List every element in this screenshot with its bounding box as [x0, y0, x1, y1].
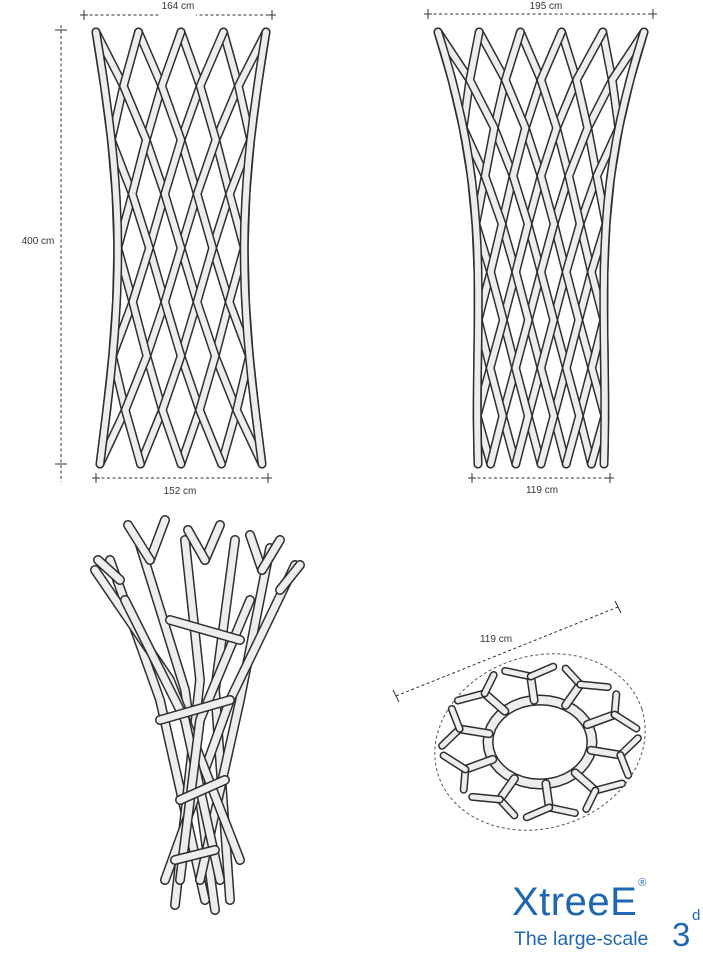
plan-fork-fill [441, 753, 468, 772]
plan-fork-fill [577, 682, 611, 690]
branch-fill [120, 29, 153, 467]
plan-diameter-label: 119 cm [480, 634, 512, 645]
brand-text: XtreeE [512, 880, 638, 924]
plan-diameter-dimension: 119 cm [392, 600, 622, 703]
front-top-dimension: 164 cm [80, 1, 276, 20]
plan-arm-fill [562, 681, 584, 709]
side-bottom-width-label: 119 cm [526, 485, 558, 496]
persp-branch-fill [146, 516, 169, 564]
persp-branch-fill [196, 544, 274, 884]
edge-branch-fill [241, 29, 269, 467]
branch-fill [588, 29, 647, 467]
branch-fill [517, 29, 544, 467]
xtreee-logo: XtreeE® The large-scale 3 d [512, 878, 702, 960]
persp-branch-fill [276, 561, 304, 594]
tagline-number: 3 [672, 916, 691, 953]
persp-branch-fill [176, 776, 229, 804]
plan-arm-fill [456, 725, 492, 737]
branch-fill [550, 29, 580, 467]
plan-arm-fill [588, 747, 624, 759]
persp-branch-fill [124, 521, 154, 564]
plan-fork-fill [482, 672, 497, 696]
branch-fill [538, 29, 565, 467]
side-elevation-view [433, 27, 649, 469]
edge-branch-fill [600, 29, 647, 467]
plan-fork-fill [612, 712, 639, 731]
front-bottom-dimension: 152 cm [92, 473, 272, 497]
persp-branch-fill [121, 596, 224, 884]
branch-fill [575, 29, 616, 467]
side-top-width-label: 195 cm [530, 1, 563, 12]
branch-fill [194, 29, 227, 467]
plan-arm-fill [462, 756, 496, 773]
plan-arm-fill [542, 780, 553, 811]
branch-fill [158, 29, 184, 467]
plan-fork-fill [546, 805, 578, 816]
branch-fill [466, 29, 507, 467]
front-elevation-view [91, 27, 271, 469]
registered-mark: ® [638, 877, 647, 889]
plan-arm-fill [496, 775, 518, 803]
brand-name: XtreeE® [512, 878, 647, 924]
front-top-width-label: 164 cm [162, 1, 195, 12]
persp-branch-fill [171, 846, 219, 864]
persp-branch-fill [156, 696, 234, 724]
edge-branch-fill [93, 29, 121, 467]
plan-fork-fill [449, 706, 463, 732]
persp-branch-fill [201, 521, 224, 564]
plan-fork-fill [583, 788, 598, 812]
plan-fork-fill [524, 805, 552, 820]
persp-branch-fill [258, 536, 284, 574]
plan-arm-fill [481, 690, 508, 715]
plan-view [438, 662, 642, 822]
plan-arm-fill [584, 711, 618, 728]
plan-fork-fill [469, 794, 503, 802]
persp-branch-fill [94, 556, 124, 584]
plan-fork-fill [592, 781, 625, 794]
front-height-dimension: 400 cm [18, 25, 67, 482]
branch-fill [476, 29, 519, 467]
plan-fork-fill [439, 726, 463, 749]
plan-arm-fill [572, 769, 599, 794]
plan-fork-fill [455, 690, 488, 703]
branch-fill [435, 29, 494, 467]
perspective-view [90, 515, 305, 915]
tagline: The large-scale [514, 928, 649, 950]
tagline-superscript: d [692, 907, 701, 924]
branch-fill [502, 29, 532, 467]
plan-arm-fill [527, 673, 538, 704]
plan-fork-fill [528, 664, 556, 679]
plan-fork-fill [617, 752, 631, 778]
persp-branch-fill [184, 526, 209, 564]
plan-fork-fill [502, 668, 534, 679]
plan-outline-ring [434, 653, 646, 831]
front-height-label: 400 cm [22, 236, 55, 247]
side-bottom-dimension: 119 cm [468, 473, 614, 496]
branch-fill [563, 29, 606, 467]
persp-branch-fill [166, 616, 244, 644]
side-top-dimension: 195 cm [424, 0, 657, 19]
front-bottom-width-label: 152 cm [164, 486, 197, 497]
edge-branch-fill [435, 29, 482, 467]
plan-fork-fill [617, 735, 641, 758]
